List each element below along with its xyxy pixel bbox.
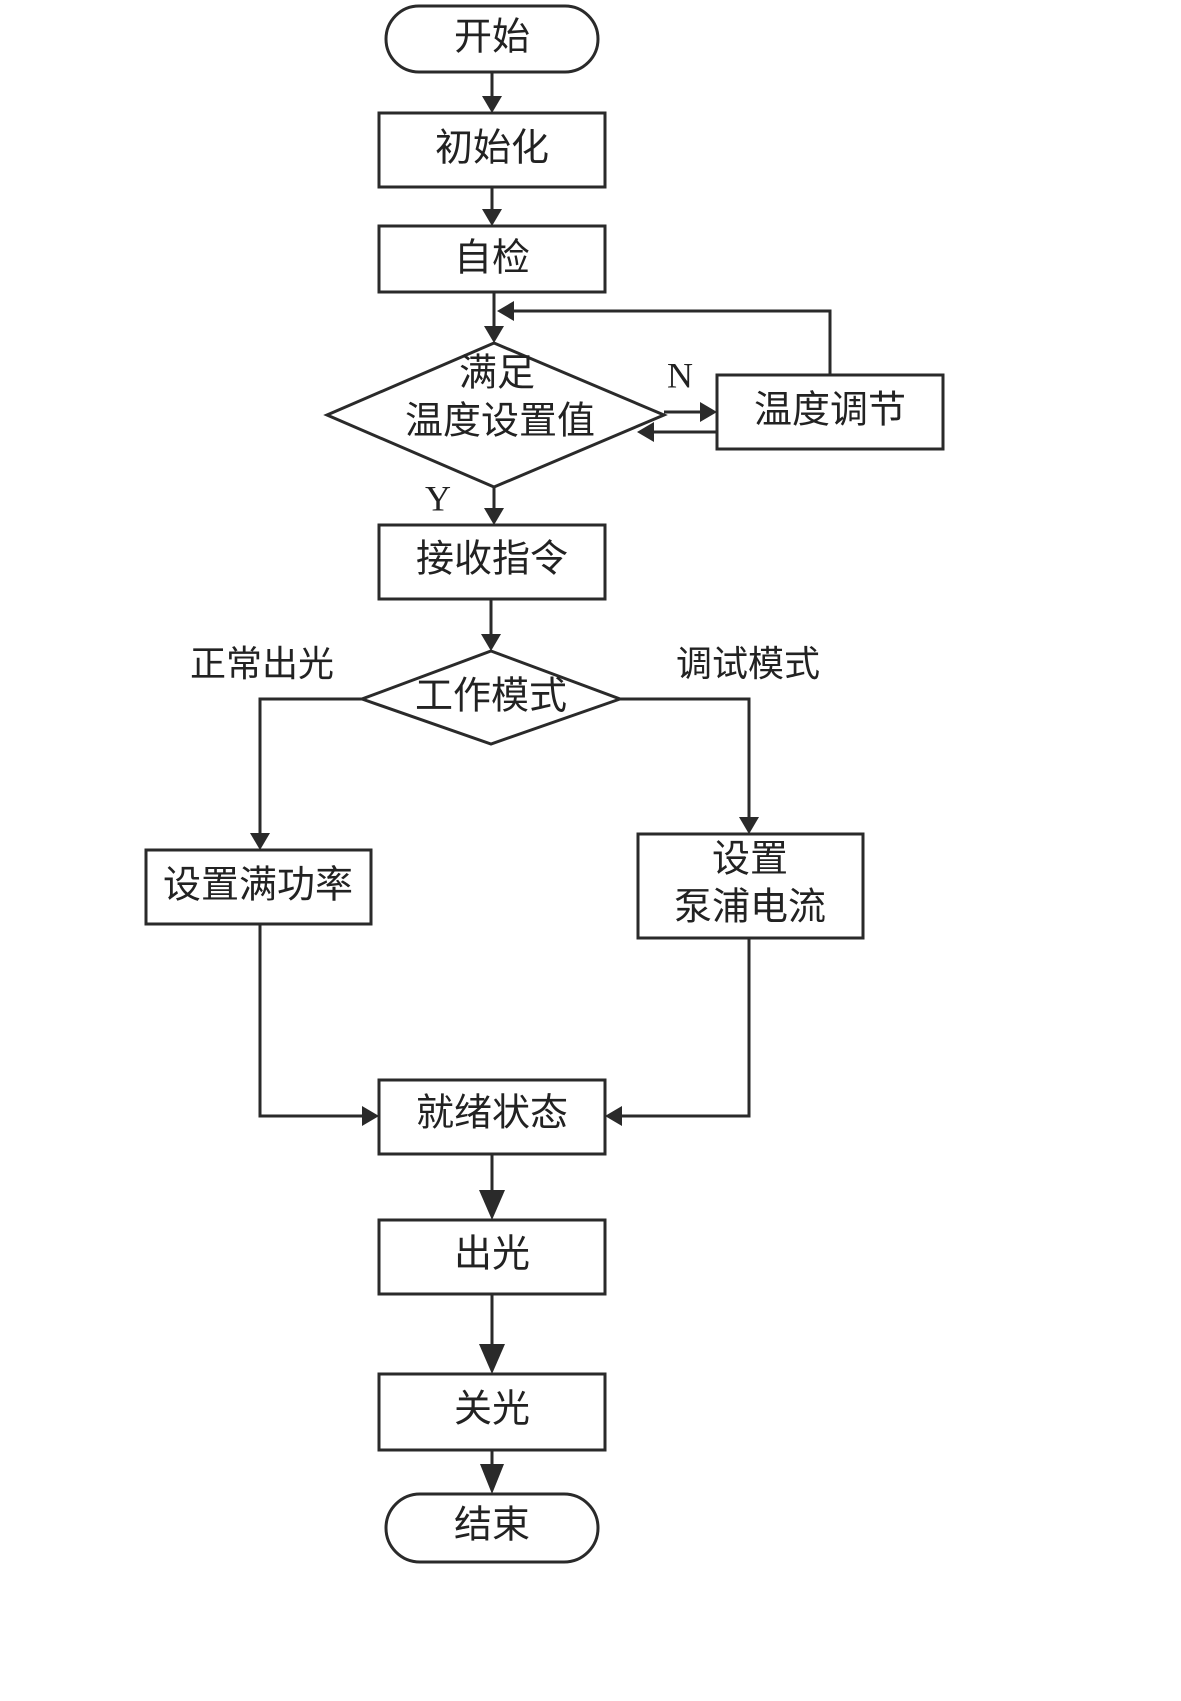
emit-process: 出光 — [377, 1218, 607, 1296]
emit-label: 出光 — [454, 1232, 530, 1276]
receive-cmd-box — [377, 523, 607, 601]
work-mode-decision: 工作模式 — [357, 649, 625, 746]
arrowhead-icon — [479, 1190, 505, 1220]
edge-label-yes: Y — [425, 478, 451, 518]
ready-label: 就绪状态 — [416, 1091, 568, 1135]
arrowhead-icon — [362, 1106, 379, 1126]
edge-tempcheck-receive-yes: Y — [425, 478, 504, 525]
edge-adjust-tempcheck-return — [637, 422, 717, 442]
arrowhead-icon — [739, 817, 759, 834]
ready-process: 就绪状态 — [377, 1078, 607, 1156]
shutdown-process: 关光 — [377, 1372, 607, 1452]
receive-cmd-label: 接收指令 — [416, 537, 568, 581]
temp-check-label-line1: 满足 — [459, 351, 535, 395]
ready-box — [377, 1078, 607, 1156]
temp-check-decision: 满足 温度设置值 — [323, 341, 668, 489]
work-mode-diamond — [357, 649, 625, 746]
arrowhead-icon — [482, 96, 502, 113]
start-label: 开始 — [454, 15, 530, 59]
arrowhead-icon — [605, 1106, 622, 1126]
set-pump-current-box — [636, 832, 865, 940]
arrowhead-icon — [700, 402, 717, 422]
edge-init-selfcheck — [482, 187, 502, 226]
selfcheck-label: 自检 — [454, 236, 530, 280]
set-full-power-box — [144, 848, 373, 926]
start-terminal: 开始 — [384, 4, 600, 74]
edge-label-no: N — [667, 355, 693, 395]
arrowhead-icon — [482, 209, 502, 226]
edge-start-init — [482, 72, 502, 113]
work-mode-label: 工作模式 — [415, 674, 567, 718]
set-full-power-process: 设置满功率 — [144, 848, 373, 926]
edge-receive-workmode — [481, 599, 501, 651]
edge-emit-shutdown — [479, 1294, 505, 1374]
selfcheck-process: 自检 — [377, 224, 607, 294]
shutdown-label: 关光 — [454, 1387, 530, 1431]
arrowhead-icon — [484, 508, 504, 525]
edge-fullpower-ready — [258, 924, 379, 1126]
set-pump-current-label-line1: 设置 — [712, 837, 788, 881]
arrowhead-icon — [637, 422, 654, 442]
edge-pumpcurrent-ready — [605, 938, 751, 1126]
arrowhead-icon — [481, 634, 501, 651]
arrowhead-icon — [250, 833, 270, 850]
set-pump-current-process: 设置 泵浦电流 — [636, 832, 865, 940]
edge-selfcheck-tempcheck — [484, 292, 504, 343]
init-process: 初始化 — [377, 111, 607, 189]
init-box — [377, 111, 607, 189]
set-pump-current-label-line2: 泵浦电流 — [674, 885, 826, 929]
arrowhead-icon — [479, 1344, 505, 1374]
end-terminal: 结束 — [384, 1492, 600, 1564]
edge-workmode-fullpower: 正常出光 — [190, 644, 362, 850]
temp-adjust-process: 温度调节 — [715, 373, 945, 451]
edge-label-normal-output: 正常出光 — [190, 644, 334, 685]
init-label: 初始化 — [435, 126, 549, 170]
edge-tempcheck-adjust-no: N — [664, 355, 717, 422]
arrowhead-icon — [497, 301, 514, 321]
arrowhead-icon — [484, 326, 504, 343]
arrowhead-icon — [480, 1464, 504, 1494]
emit-box — [377, 1218, 607, 1296]
edge-adjust-loop-top — [497, 301, 832, 375]
edge-ready-emit — [479, 1154, 505, 1220]
edge-shutdown-end — [480, 1450, 504, 1494]
end-label: 结束 — [454, 1503, 530, 1547]
set-full-power-label: 设置满功率 — [163, 863, 353, 907]
temp-adjust-label: 温度调节 — [754, 388, 906, 432]
edge-workmode-pumpcurrent: 调试模式 — [620, 644, 820, 834]
temp-check-label-line2: 温度设置值 — [405, 399, 595, 443]
receive-cmd-process: 接收指令 — [377, 523, 607, 601]
edge-label-debug-mode: 调试模式 — [676, 644, 820, 685]
